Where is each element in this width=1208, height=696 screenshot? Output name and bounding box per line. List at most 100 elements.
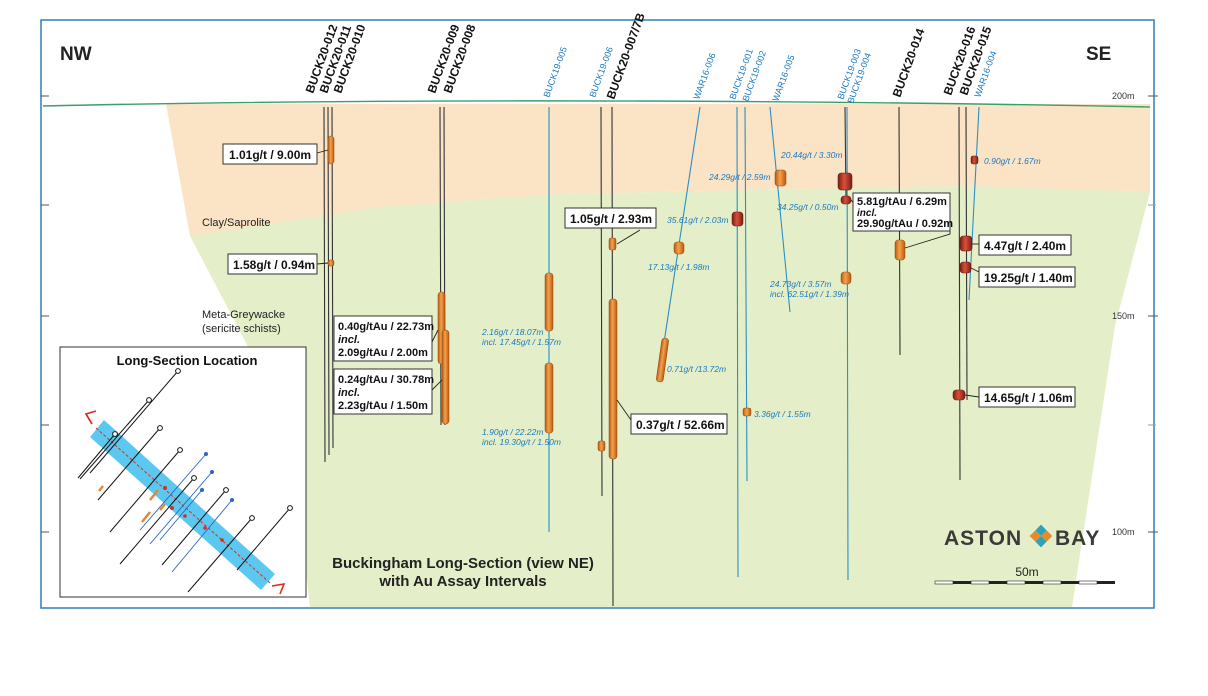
meta-greywacke-label: Meta-Greywacke [202, 309, 285, 321]
trace-buck20-009 [439, 106, 442, 426]
assay-b2-text: 1.58g/t / 0.94m [233, 258, 315, 272]
assay-b4-line2: incl. [338, 387, 360, 399]
scale-bar-label: 50m [1015, 565, 1038, 579]
assay-b6-text: 0.37g/t / 52.66m [636, 418, 725, 432]
assay-b7-line2: incl. [857, 208, 877, 219]
assay-s6-text: 17.13g/t / 1.98m [648, 262, 709, 272]
assay-b5-text: 1.05g/t / 2.93m [570, 212, 652, 226]
assay-b7-line1: 5.81g/tAu / 6.29m [857, 196, 947, 208]
intercept-s3 [970, 155, 979, 165]
logo-diamond-icon [1029, 524, 1053, 548]
intercept-b9 [959, 261, 972, 274]
assay-b10-text: 14.65g/t / 1.06m [984, 391, 1073, 405]
assay-box-b8: 4.47g/t / 2.40m [978, 234, 1072, 256]
assay-b3-line1: 0.40g/tAu / 22.73m [338, 321, 434, 333]
intercept-b10 [952, 389, 966, 401]
inset-drill-traces [77, 370, 291, 593]
trace-buck20-011 [327, 106, 330, 456]
assay-b8-text: 4.47g/t / 2.40m [984, 239, 1066, 253]
assay-s7-line1: 24.73g/t / 3.57m [769, 279, 831, 289]
clay-saprolite-layer [166, 104, 1150, 236]
intercept-s7 [840, 271, 852, 285]
intercept-b1 [327, 135, 335, 165]
clay-saprolite-label: Clay/Saprolite [202, 217, 270, 229]
intercept-b6 [608, 298, 618, 460]
ground-surface-line [42, 100, 1151, 108]
trace-buck20-016 [958, 106, 961, 481]
intercept-b2 [327, 259, 335, 267]
assay-box-b1: 1.01g/t / 9.00m [222, 143, 318, 165]
assay-b7-line3: 29.90g/tAu / 0.92m [857, 218, 953, 230]
assay-s8-line2: incl. 17.45g/t / 1.57m [482, 337, 561, 347]
assay-s2-text: 20.44g/t / 3.30m [780, 150, 842, 160]
intercept-b8 [959, 235, 973, 252]
intercept-buck20-014 [894, 239, 906, 261]
assay-s11-line1: 1.90g/t / 22.22m [482, 427, 543, 437]
inset-collars [112, 368, 293, 521]
logo-text-aston: ASTON [944, 527, 1022, 550]
aston-bay-logo: ASTON BAY [944, 524, 1100, 550]
assay-b3-line2: incl. [338, 334, 360, 346]
intercept-s10 [742, 407, 752, 417]
logo-text-bay: BAY [1055, 527, 1100, 550]
assay-b1-text: 1.01g/t / 9.00m [229, 148, 311, 162]
scale-bar: 50m [934, 565, 1115, 585]
assay-box-b5: 1.05g/t / 2.93m [564, 207, 657, 229]
assay-b3-line3: 2.09g/tAu / 2.00m [338, 347, 428, 359]
drill-hole-traces [323, 106, 980, 607]
direction-nw: NW [60, 44, 92, 65]
intercept-s2 [837, 172, 853, 191]
intercept-s1 [774, 169, 787, 187]
assay-intercepts [327, 135, 979, 460]
trace-war16-005 [769, 106, 791, 313]
sericite-schists-label: (sericite schists) [202, 323, 281, 335]
assay-s1-text: 24.29g/t / 2.59m [708, 172, 770, 182]
assay-s11-line2: incl. 19.30g/t / 1.50m [482, 437, 561, 447]
figure-title-line2: with Au Assay Intervals [378, 573, 546, 590]
intercept-b4 [441, 329, 450, 425]
callout-leaders [316, 149, 980, 421]
trace-buck19-001 [736, 106, 739, 578]
assay-box-b10: 14.65g/t / 1.06m [978, 386, 1076, 408]
trace-buck20-015 [965, 106, 968, 401]
assay-box-b7: 5.81g/tAu / 6.29m incl. 29.90g/tAu / 0.9… [852, 192, 953, 232]
assay-s8-line1: 2.16g/t / 18.07m [481, 327, 543, 337]
assay-s9-text: 0.71g/t /13.72m [667, 364, 726, 374]
assay-box-b3: 0.40g/tAu / 22.73m incl. 2.09g/tAu / 2.0… [333, 315, 434, 362]
inset-arrow-se-icon [271, 582, 286, 595]
inset-intercepts [98, 485, 166, 523]
trace-buck20-012 [323, 106, 326, 463]
assay-s4-text: 35.61g/t / 2.03m [667, 215, 728, 225]
intercept-b7 [840, 195, 852, 205]
assay-box-b9: 19.25g/t / 1.40m [978, 266, 1076, 288]
assay-s10-text: 3.36g/t / 1.55m [754, 409, 811, 419]
assay-s7-line2: incl. 62.51g/t / 1.39m [770, 289, 849, 299]
intercept-s9 [656, 337, 669, 383]
inset-red-marks [163, 486, 224, 542]
elevation-axis: 200m 150m 100m [41, 91, 1158, 537]
elev-label-100: 100m [1112, 527, 1135, 537]
elev-label-150: 150m [1112, 311, 1135, 321]
direction-se: SE [1086, 44, 1111, 65]
inset-old-traces [139, 453, 233, 573]
assay-box-b4: 0.24g/tAu / 30.78m incl. 2.23g/tAu / 1.5… [333, 368, 434, 415]
intercept-s8 [544, 272, 554, 332]
assay-s5-text: 34.25g/t / 0.50m [777, 202, 838, 212]
trace-buck19-002 [744, 106, 748, 482]
intercept-s6 [673, 241, 685, 255]
small-assays: 24.29g/t / 2.59m 20.44g/t / 3.30m 0.90g/… [481, 150, 1041, 447]
boxed-assays: 1.01g/t / 9.00m 1.58g/t / 0.94m 0.40g/tA… [222, 143, 1076, 435]
long-section-location-inset: Long-Section Location [59, 346, 307, 598]
inset-old-collars [200, 452, 234, 502]
meta-greywacke-layer [190, 186, 1150, 607]
assay-box-b6: 0.37g/t / 52.66m [630, 413, 728, 435]
assay-b4-line1: 0.24g/tAu / 30.78m [338, 374, 434, 386]
assay-b4-line3: 2.23g/tAu / 1.50m [338, 400, 428, 412]
assay-s3-text: 0.90g/t / 1.67m [984, 156, 1041, 166]
intercept-s4 [731, 211, 744, 227]
assay-b9-text: 19.25g/t / 1.40m [984, 271, 1073, 285]
inset-title: Long-Section Location [117, 353, 258, 368]
intercept-buck19-006 [597, 440, 606, 452]
